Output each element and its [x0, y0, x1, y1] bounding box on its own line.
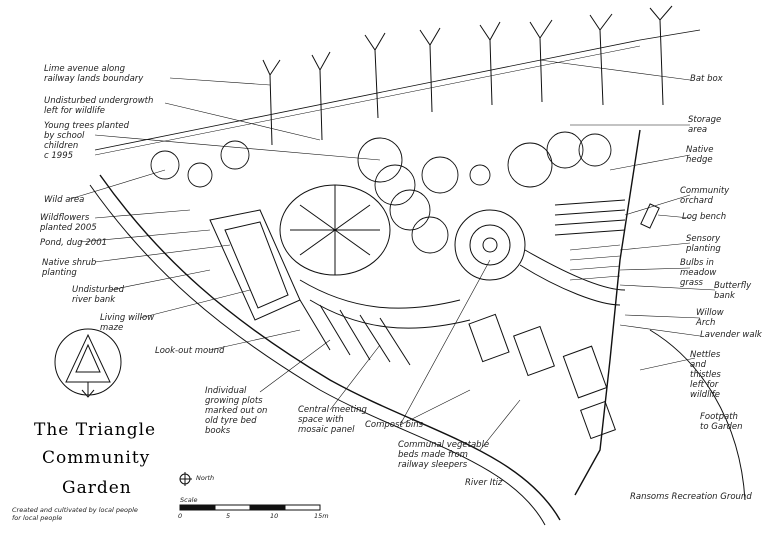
title-line-3: Garden — [62, 478, 132, 498]
label-undisturbed-undergrowth: Undisturbed undergrowth left for wildlif… — [44, 96, 154, 116]
label-bulbs-meadow: Bulbs in meadow grass — [680, 258, 717, 288]
label-look-out-mound: Look-out mound — [155, 346, 225, 356]
label-community-orchard: Community orchard — [680, 186, 730, 206]
meadow-grass — [569, 244, 621, 281]
lime-avenue-trees — [262, 5, 673, 146]
scale-tick-15: 15m — [314, 512, 329, 520]
label-native-hedge: Native hedge — [686, 145, 714, 165]
label-wild-area: Wild area — [44, 195, 85, 205]
scale-tick-10: 10 — [270, 512, 279, 520]
label-willow-arch: Willow Arch — [696, 308, 724, 328]
scale-tick-5: 5 — [226, 512, 231, 520]
label-river-itiz: River Itiz — [465, 478, 503, 488]
tree-clumps — [150, 131, 612, 254]
label-wildflowers: Wildflowers planted 2005 — [40, 213, 97, 233]
label-log-bench: Log bench — [682, 212, 727, 222]
title-line-1: The Triangle — [34, 420, 157, 440]
railway-boundary — [94, 29, 701, 151]
scale-label: Scale — [180, 496, 198, 504]
willow-maze — [209, 209, 301, 321]
label-nettles: Nettles and thistles left for wildlife — [690, 350, 721, 400]
label-bat-box: Bat box — [690, 74, 723, 84]
north-arrow — [179, 472, 192, 486]
label-butterfly-bank: Butterfly bank — [714, 281, 752, 301]
label-pond: Pond, dug 2001 — [40, 238, 108, 248]
community-orchard — [554, 199, 626, 236]
footpath-edge — [574, 129, 641, 496]
emblem — [54, 328, 122, 398]
label-undisturbed-river-bank: Undisturbed river bank — [72, 285, 125, 305]
label-young-trees: Young trees planted by school children c… — [44, 121, 130, 161]
scale-tick-0: 0 — [178, 512, 183, 520]
central-meeting-space — [454, 209, 526, 281]
label-native-shrub: Native shrub planting — [42, 258, 97, 278]
label-lime-avenue: Lime avenue along railway lands boundary — [44, 64, 144, 84]
individual-plots — [299, 299, 411, 366]
label-storage-area: Storage area — [688, 115, 722, 135]
label-compost-bins: Compost bins — [365, 420, 424, 430]
label-communal-beds: Communal vegetable beds made from railwa… — [398, 440, 490, 470]
label-individual-plots: Individual growing plots marked out on o… — [205, 386, 268, 436]
leader-lines — [69, 59, 716, 451]
river-bank — [99, 174, 561, 521]
subtitle: Created and cultivated by local people f… — [12, 506, 138, 522]
label-sensory-planting: Sensory planting — [686, 234, 721, 254]
label-central-meeting: Central meeting space with mosaic panel — [298, 405, 367, 435]
north-label: North — [196, 474, 215, 482]
label-lavender-walk: Lavender walk — [700, 330, 762, 340]
title-line-2: Community — [42, 448, 151, 468]
scale-bar — [179, 504, 321, 511]
label-ransoms: Ransoms Recreation Ground — [630, 492, 752, 502]
communal-vegetable-beds — [468, 313, 616, 440]
label-footpath: Footpath to Garden — [700, 412, 743, 432]
label-living-willow-maze: Living willow maze — [100, 313, 155, 333]
